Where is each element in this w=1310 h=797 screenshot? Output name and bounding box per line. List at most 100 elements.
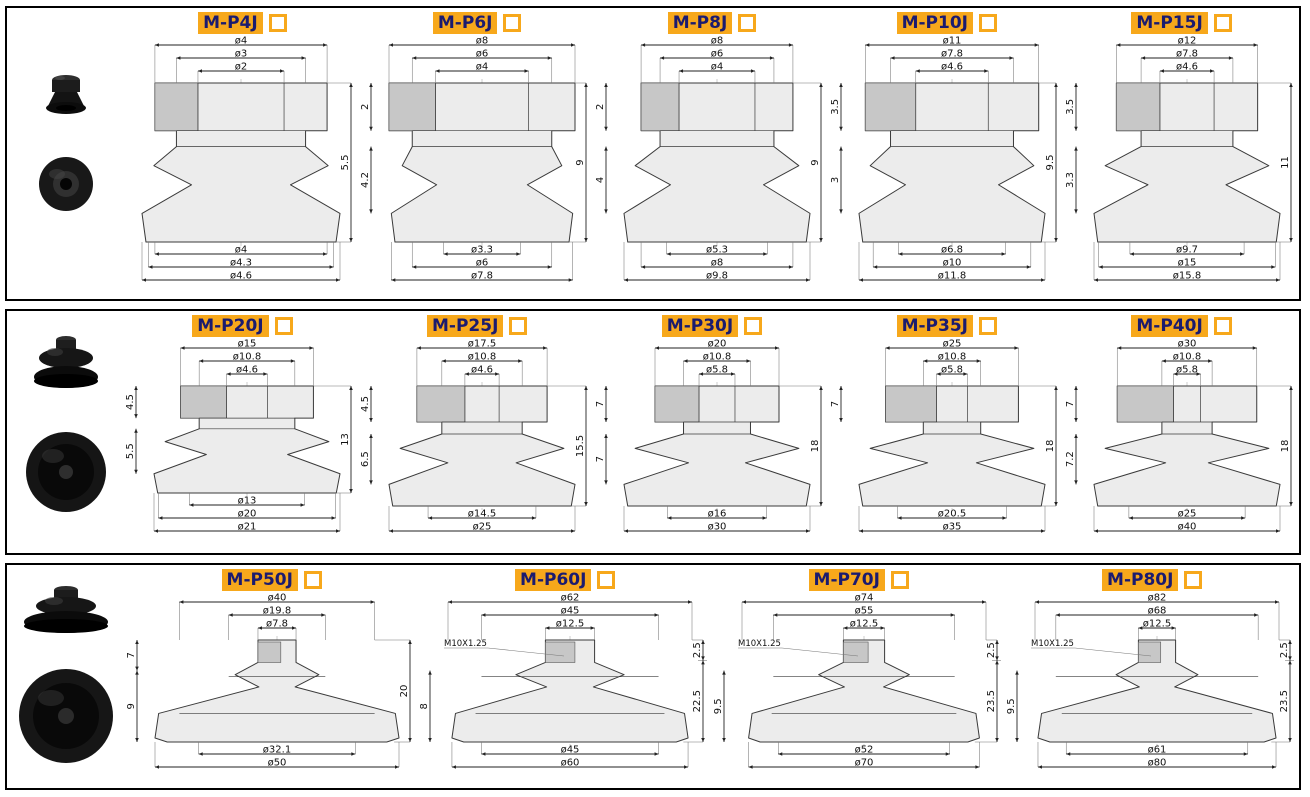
dim-label: 9.5: [1007, 698, 1017, 714]
dim-label: ø25: [473, 522, 492, 533]
cup-cross-section: [747, 639, 980, 743]
dim-label: 18: [1045, 440, 1056, 453]
product-photos-row-2: [7, 311, 125, 553]
thread-label: M10X1.25: [1031, 639, 1074, 649]
dim-label: 7.2: [1066, 451, 1076, 467]
dim-label: ø13: [238, 496, 257, 507]
dim-label: ø25: [1177, 509, 1196, 520]
dim-label: ø19.8: [263, 606, 291, 617]
dim-label: 7: [831, 401, 841, 407]
model-name: M-P10J: [896, 12, 973, 34]
dim-label: ø7.8: [266, 619, 288, 630]
dim-label: ø3: [235, 49, 247, 60]
dim-label: ø40: [1177, 522, 1196, 533]
dim-label: ø40: [267, 593, 286, 604]
dim-label: ø82: [1148, 593, 1167, 604]
model-checkbox[interactable]: [744, 317, 763, 335]
dim-label: ø6: [476, 49, 488, 60]
dim-label: ø12: [1177, 36, 1196, 47]
model-checkbox[interactable]: [1213, 14, 1232, 32]
dim-label: ø4: [235, 245, 247, 256]
model-checkbox[interactable]: [503, 14, 522, 32]
model-checkbox[interactable]: [738, 14, 757, 32]
dim-label: 18: [810, 440, 821, 453]
section-hatch: [1138, 641, 1162, 663]
thread-label: M10X1.25: [738, 639, 781, 649]
model-checkbox[interactable]: [597, 571, 616, 589]
model-checkbox[interactable]: [979, 317, 997, 335]
dim-label: 23.5: [986, 690, 997, 712]
model-checkbox[interactable]: [1213, 317, 1232, 335]
model-checkbox[interactable]: [890, 571, 909, 589]
dim-label: ø8: [711, 36, 723, 47]
dim-label: 4: [596, 177, 606, 183]
model-checkbox[interactable]: [979, 14, 997, 32]
dim-label: ø5.8: [1176, 365, 1198, 376]
dim-label: 9: [127, 703, 137, 709]
dim-label: ø68: [1148, 606, 1167, 617]
dim-label: ø21: [238, 522, 257, 533]
dim-label: ø4.3: [230, 258, 252, 269]
dim-label: 3.5: [831, 99, 841, 115]
cup-cross-section: [623, 385, 811, 507]
model-title-row: M-P30J: [661, 314, 763, 338]
section-hatch: [416, 385, 466, 423]
model-name: M-P30J: [661, 315, 739, 337]
dim-label: ø80: [1148, 758, 1167, 769]
model-checkbox[interactable]: [303, 571, 322, 589]
model-checkbox[interactable]: [268, 14, 287, 32]
model-title-row: M-P15J: [1131, 11, 1232, 35]
dim-label: ø15: [1177, 258, 1196, 269]
model-name: M-P8J: [667, 12, 733, 34]
dim-label: ø14.5: [468, 509, 496, 520]
dim-label: ø32.1: [263, 745, 291, 756]
product-photo-group-medium: [26, 336, 106, 512]
section-hatch: [257, 641, 281, 663]
dim-label: ø12.5: [850, 619, 878, 630]
dim-label: ø10: [942, 258, 961, 269]
dim-label: ø11: [942, 36, 961, 47]
cup-cross-section: [154, 639, 400, 743]
dim-label: ø10.8: [468, 352, 496, 363]
photo-side-view: [34, 336, 98, 388]
dim-label: ø5.3: [706, 245, 728, 256]
model-name: M-P4J: [198, 12, 263, 34]
dim-label: ø25: [942, 339, 961, 350]
dim-label: ø6.8: [941, 245, 963, 256]
dim-label: 8: [420, 703, 430, 709]
dim-label: ø4: [235, 36, 247, 47]
dim-label: 22.5: [692, 690, 703, 712]
section-hatch: [388, 82, 436, 132]
dim-label: ø7.8: [1176, 49, 1198, 60]
model-checkbox[interactable]: [1184, 571, 1203, 589]
photo-side-view: [46, 74, 86, 114]
model-checkbox[interactable]: [509, 317, 528, 335]
dim-label: ø10.8: [233, 352, 261, 363]
dim-label: ø4.6: [941, 62, 963, 73]
thread-label: M10X1.25: [444, 639, 487, 649]
model-title-row: M-P4J: [198, 11, 287, 35]
dim-label: 4.5: [361, 396, 371, 412]
dim-label: ø9.7: [1176, 245, 1198, 256]
dim-label: ø20.5: [938, 509, 966, 520]
photo-top-view: [39, 156, 93, 211]
dim-label: 3.5: [1066, 99, 1076, 115]
photo-side-view: [24, 585, 108, 633]
dim-label: 15.5: [575, 435, 586, 457]
dim-label: 9: [575, 159, 586, 165]
model-checkbox[interactable]: [274, 317, 293, 335]
model-title-row: M-P6J: [432, 11, 522, 35]
product-photos-row-3: [7, 565, 125, 788]
